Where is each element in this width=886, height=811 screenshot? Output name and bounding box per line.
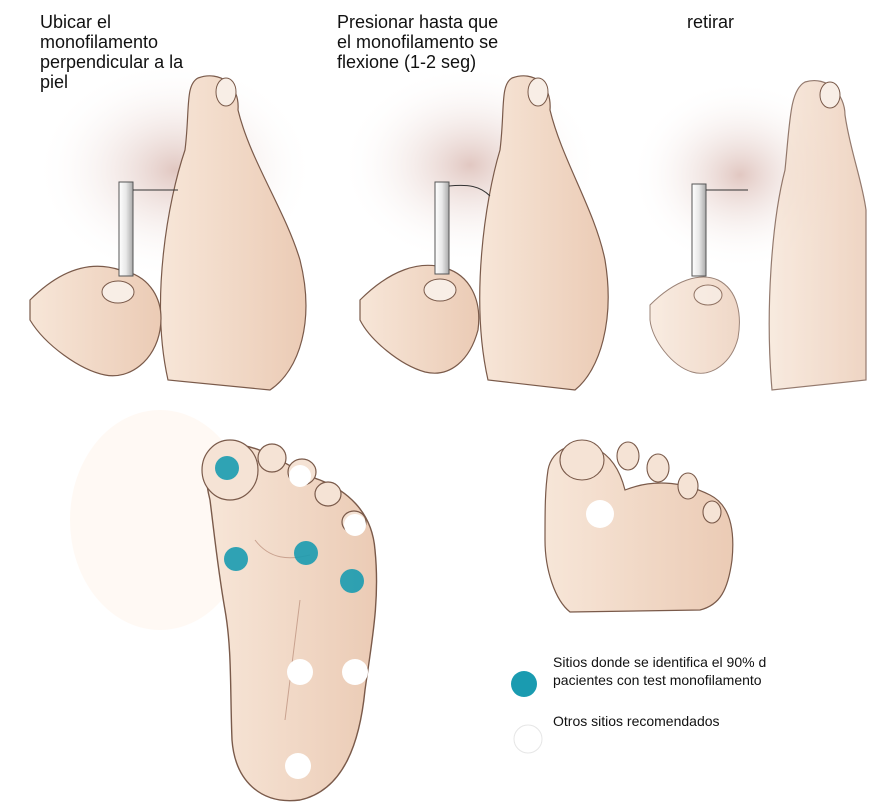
- foot-dorsum-illustration: [545, 440, 733, 612]
- test-site-met5: [340, 569, 364, 593]
- step2-hand: [360, 265, 479, 373]
- legend-blue-label: Sitios donde se identifica el 90% d paci…: [553, 653, 886, 689]
- test-site-hallux: [215, 456, 239, 480]
- test-site-met3: [294, 541, 318, 565]
- sole-toe-2: [258, 444, 286, 472]
- step2-filament: [435, 182, 449, 274]
- legend-white-marker: [514, 725, 542, 753]
- step3-illustration: [630, 80, 866, 390]
- other-site-midfoot-lateral: [342, 659, 368, 685]
- step2-illustration: [340, 65, 608, 390]
- step1-hand: [30, 266, 161, 376]
- test-site-met1: [224, 547, 248, 571]
- other-site-toe3: [289, 465, 311, 487]
- legend-white-label: Otros sitios recomendados: [553, 712, 853, 730]
- sole-toe-4: [315, 482, 341, 506]
- step3-filament: [692, 184, 706, 276]
- step3-caption: retirar: [687, 12, 807, 32]
- other-site-midfoot-medial: [287, 659, 313, 685]
- other-site-dorsum: [586, 500, 614, 528]
- step1-filament: [119, 182, 133, 276]
- legend-blue-marker: [511, 671, 537, 697]
- other-site-heel: [285, 753, 311, 779]
- step1-illustration: [30, 60, 315, 390]
- other-site-toe5: [344, 514, 366, 536]
- step1-caption: Ubicar el monofilamento perpendicular a …: [40, 12, 280, 92]
- step2-caption: Presionar hasta que el monofilamento se …: [337, 12, 577, 72]
